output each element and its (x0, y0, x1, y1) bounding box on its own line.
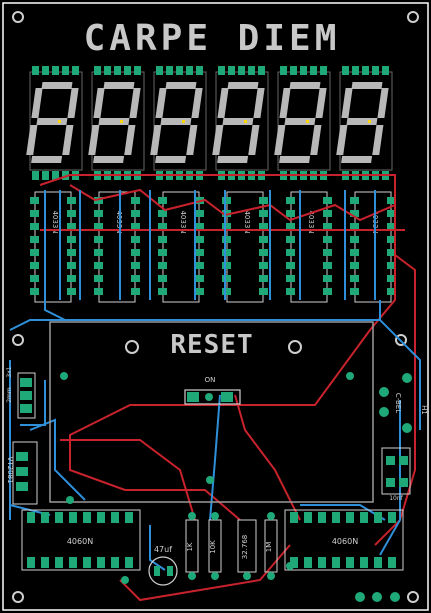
digit-segment (31, 88, 43, 118)
digit-segment (227, 82, 259, 89)
ic-4060-right: 4060N (284, 509, 404, 571)
digit-segment (289, 82, 321, 89)
driver-ic-label: 4033N (51, 210, 59, 233)
ic-right-label: 4060N (332, 537, 358, 546)
ic-pins (27, 512, 133, 568)
digit-segment (186, 125, 198, 155)
digit-segment (31, 156, 63, 163)
left-connector[interactable]: 2mm 3x1 (6, 366, 36, 419)
driver-ic: 4033N (94, 191, 140, 303)
right-connector-sub: H1 (420, 405, 428, 415)
digit-segment (129, 88, 141, 118)
seven-segment-digit (274, 66, 331, 180)
digit-segment (279, 156, 311, 163)
driver-ic: 4033N (286, 191, 332, 303)
digit-segment (41, 82, 73, 89)
voltage-regulator: VT2081 (6, 441, 38, 505)
digit-segment (222, 118, 254, 125)
ic-left-label: 4060N (67, 537, 93, 546)
regulator-label: VT2081 (6, 457, 14, 484)
resistor-10k: 10K (208, 512, 222, 580)
digit-segment (150, 125, 162, 155)
on-switch[interactable]: ON (184, 376, 241, 405)
digit-segment (274, 125, 286, 155)
digit-segment (341, 88, 353, 118)
seven-segment-digit (212, 66, 269, 180)
capacitor-47uf-label: 47uf (154, 545, 172, 554)
digit-segment (191, 88, 203, 118)
reset-label: RESET (170, 330, 253, 360)
digit-segment (155, 88, 167, 118)
digit-segment (160, 118, 192, 125)
seven-segment-displays (26, 66, 393, 180)
digit-segment (93, 88, 105, 118)
capacitor-right: 10nf (381, 447, 411, 502)
test-pad (206, 476, 214, 484)
digit-segment (155, 156, 187, 163)
driver-ic-label: 4033N (307, 210, 315, 233)
digit-segment (88, 125, 100, 155)
left-connector-sub: 3x1 (6, 366, 13, 377)
seven-segment-digit (150, 66, 207, 180)
digit-segment (377, 88, 389, 118)
seven-segment-digit (336, 66, 393, 180)
resistor-1m-label: 1M (265, 542, 273, 553)
cap-right-label: 10nf (389, 495, 403, 502)
ic-pins (290, 512, 396, 568)
left-connector-label: 2mm (6, 387, 13, 403)
on-switch-label: ON (205, 376, 216, 384)
driver-ic: 4033N (30, 191, 76, 303)
digit-segment (98, 118, 130, 125)
driver-ic: 4033N (158, 191, 204, 303)
reset-panel-outline (49, 321, 374, 503)
digit-segment (315, 88, 327, 118)
digit-segment (310, 125, 322, 155)
digit-segment (212, 125, 224, 155)
digit-segment (93, 156, 125, 163)
mounting-holes (12, 11, 419, 603)
digit-segment (336, 125, 348, 155)
digit-segment (248, 125, 260, 155)
driver-ic-label: 4033N (179, 210, 187, 233)
crystal-label: 32.768 (241, 535, 249, 560)
test-pad (66, 496, 74, 504)
seven-segment-digit (26, 66, 83, 180)
digit-segment (346, 118, 378, 125)
resistor-1k: 1K (185, 512, 199, 580)
digit-segment (26, 125, 38, 155)
digit-segment (372, 125, 384, 155)
right-connector-label: C-BEL (394, 393, 402, 413)
driver-ic-label: 4033N (243, 210, 251, 233)
resistor-1k-label: 1K (186, 542, 194, 551)
digit-segment (62, 125, 74, 155)
digit-segment (165, 82, 197, 89)
board-title: CARPE DIEM (84, 18, 341, 59)
digit-segment (284, 118, 316, 125)
driver-ic: 4033N (222, 191, 268, 303)
ic-4060-left: 4060N (21, 509, 141, 571)
digit-segment (351, 82, 383, 89)
digit-segment (67, 88, 79, 118)
digit-segment (253, 88, 265, 118)
digit-segment (103, 82, 135, 89)
crystal: 32.768 (237, 519, 257, 580)
resistor-1m: 1M (264, 512, 278, 580)
seven-segment-digit (88, 66, 145, 180)
capacitor-47uf: 47uf (148, 545, 178, 586)
right-connector[interactable]: C-BEL H1 (379, 373, 428, 433)
digit-segment (217, 88, 229, 118)
digit-segment (341, 156, 373, 163)
digit-segment (36, 118, 68, 125)
digit-segment (124, 125, 136, 155)
test-pad (346, 372, 354, 380)
digit-segment (217, 156, 249, 163)
resistor-10k-label: 10K (209, 540, 217, 554)
digit-segment (279, 88, 291, 118)
test-pad (60, 372, 68, 380)
